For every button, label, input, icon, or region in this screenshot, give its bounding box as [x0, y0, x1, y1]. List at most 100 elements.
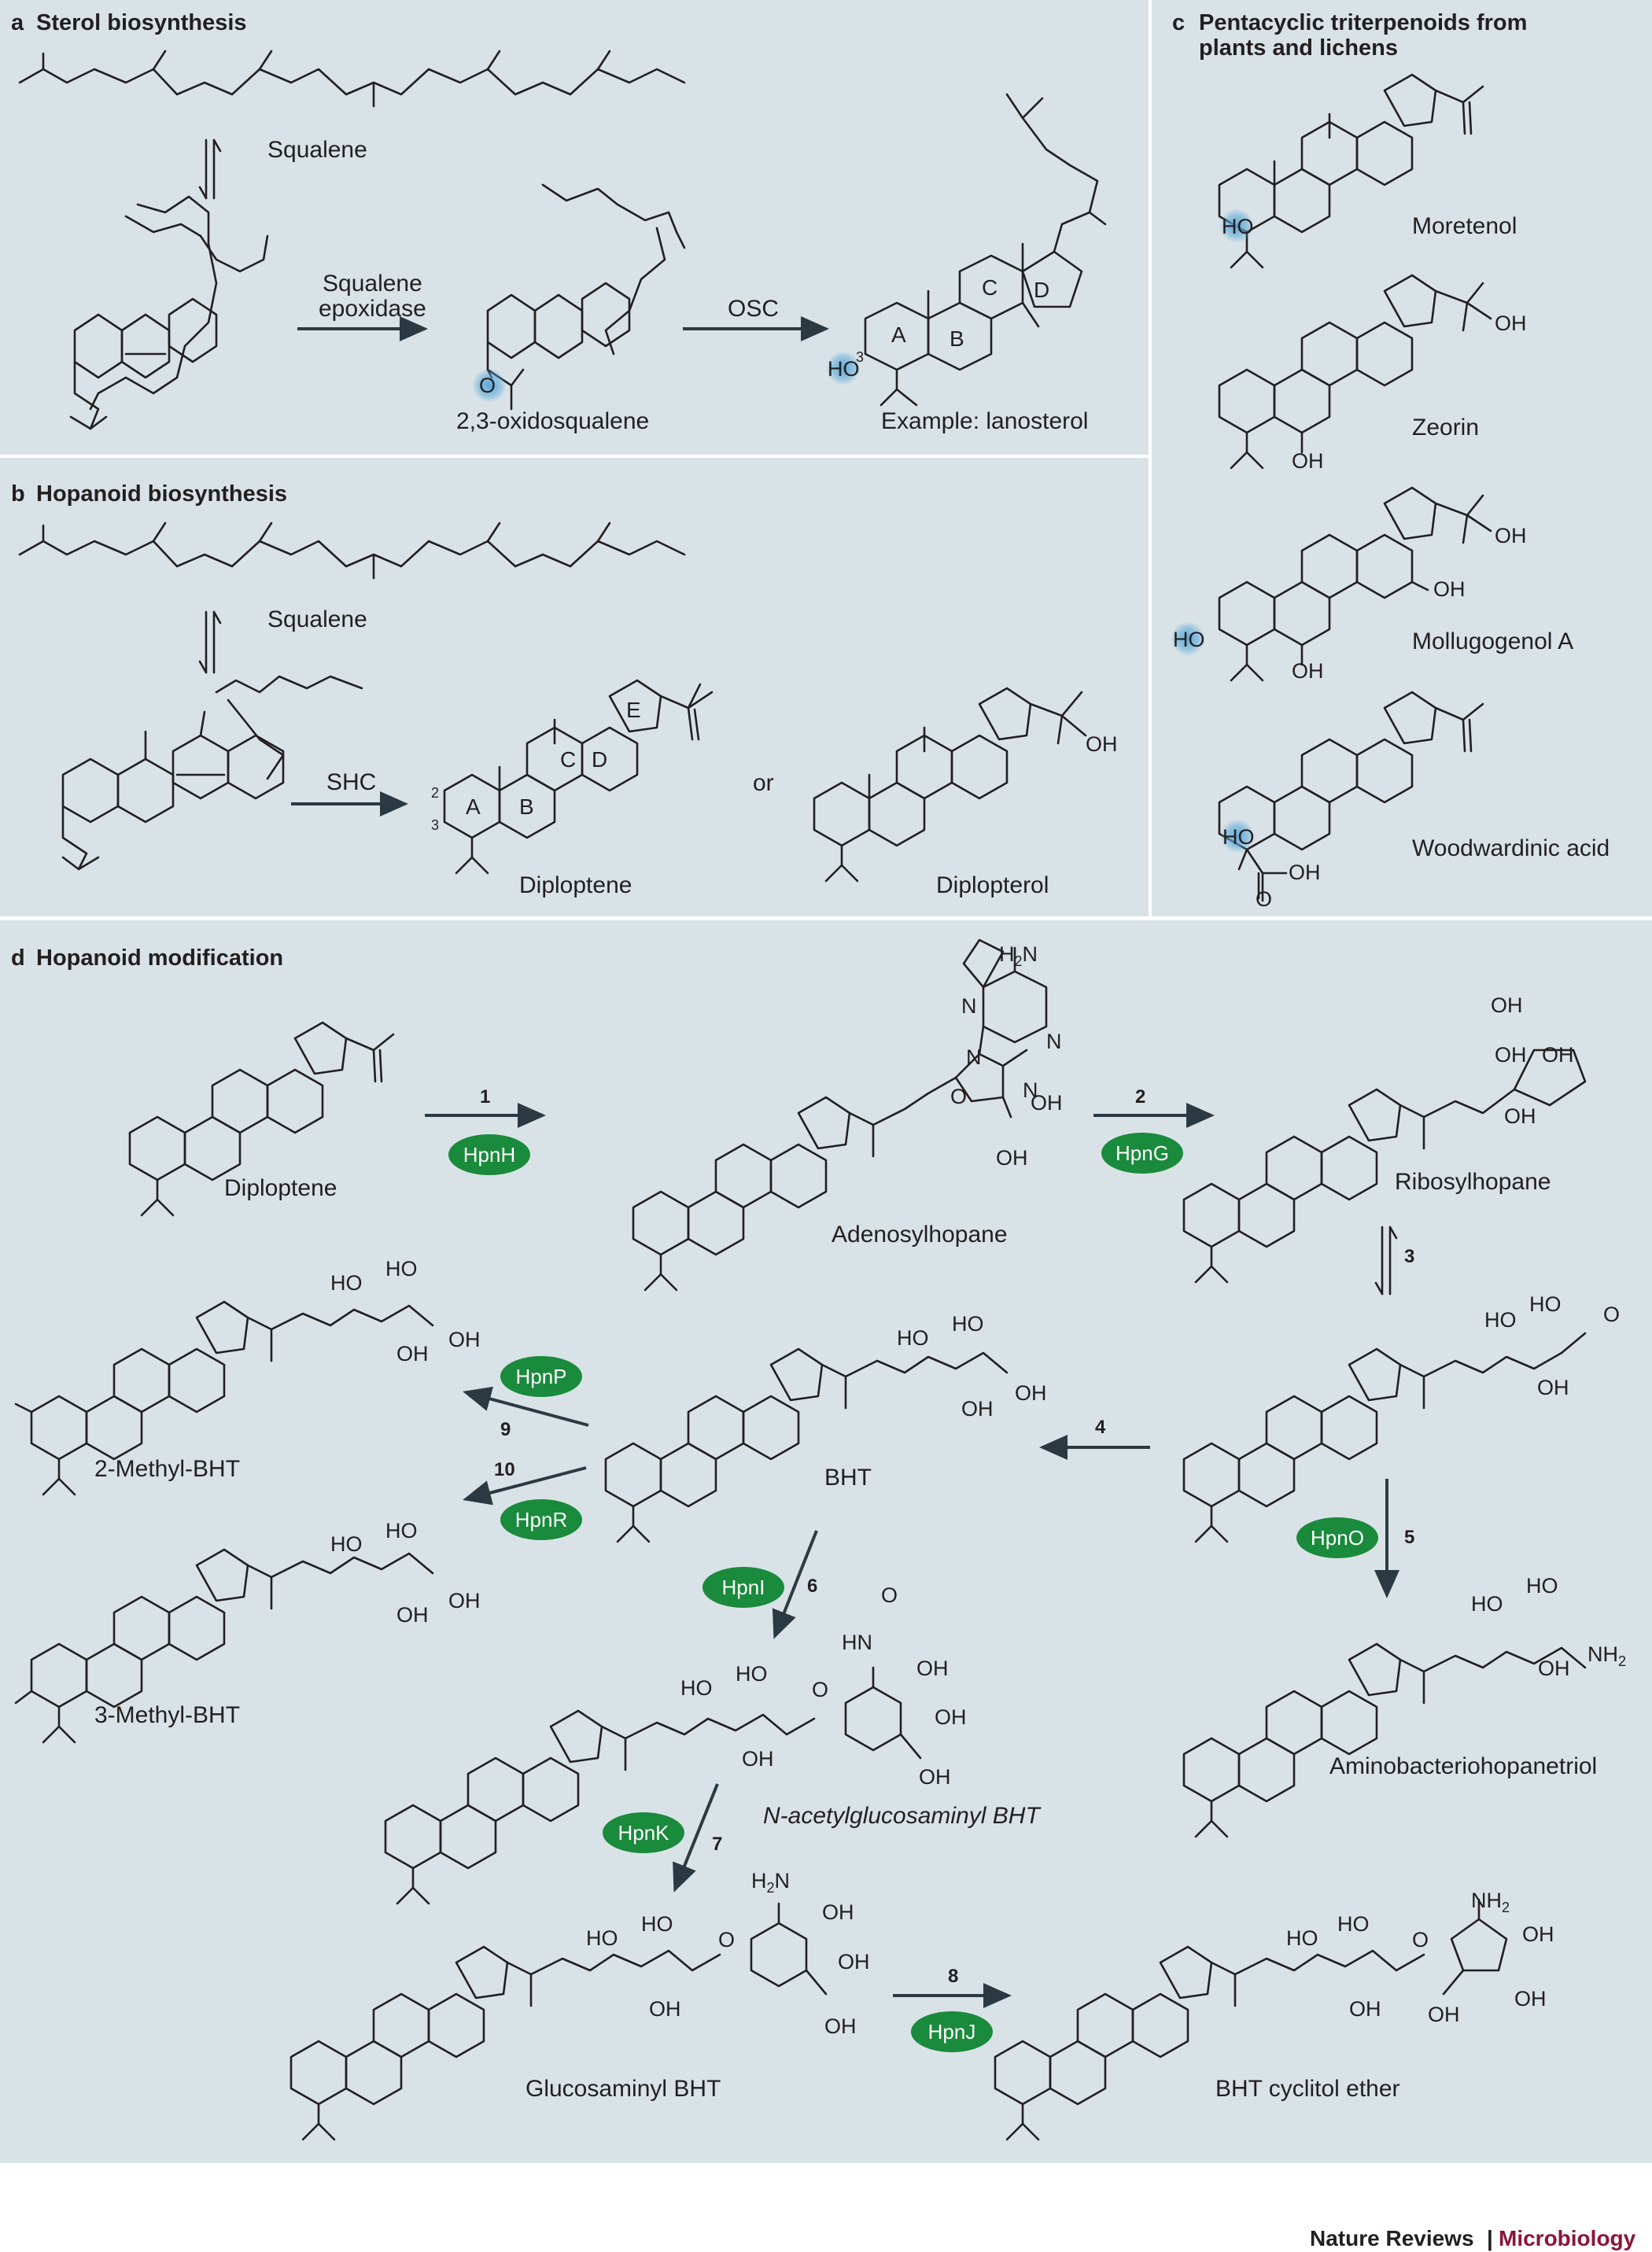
- diplopterol-label: Diplopterol: [936, 872, 1049, 898]
- bht-ho-2: HO: [952, 1312, 984, 1336]
- adenine-n1: N: [961, 994, 977, 1018]
- aldehyde-ho-1: HO: [1484, 1308, 1517, 1332]
- ribosylhopane-label: Ribosylhopane: [1395, 1169, 1551, 1195]
- panel-c-title-2: plants and lichens: [1199, 35, 1398, 61]
- ring-e-b: E: [626, 698, 641, 722]
- step1-number: 1: [480, 1086, 490, 1108]
- panel-c-bg: [1152, 0, 1652, 916]
- nacglc-oh-1: OH: [916, 1657, 949, 1680]
- aldehyde-intermediate-structure: [1182, 1332, 1587, 1543]
- mollugogenol-oh-3: OH: [1292, 659, 1324, 683]
- hpnj-enzyme: [911, 2011, 993, 2052]
- ribosyl-oh-2: OH: [1495, 1043, 1527, 1067]
- methyl2-oh-2: OH: [448, 1328, 481, 1351]
- panel-c-title-1: Pentacyclic triterpenoids from: [1199, 10, 1527, 35]
- ribosyl-oh-4: OH: [1504, 1104, 1536, 1128]
- moretenol-ho-highlight: [1219, 208, 1254, 243]
- cyclitol-nh2: NH2: [1471, 1889, 1510, 1915]
- methyl3-oh-1: OH: [396, 1603, 429, 1627]
- zeorin-structure: [1218, 274, 1492, 470]
- aminobht-ho-1: HO: [1471, 1592, 1503, 1616]
- hpno-enzyme: [1296, 1517, 1378, 1558]
- hpnk-enzyme: [603, 1812, 684, 1853]
- aminobht-structure: [1182, 1642, 1587, 1838]
- squalene-methyl: [486, 522, 501, 543]
- adenosylhopane-structure: [632, 938, 1048, 1292]
- ribosylhopane-structure: [1182, 1049, 1587, 1284]
- cyclitol-o-link: O: [1412, 1928, 1429, 1952]
- cyclitol-structure: [994, 1898, 1508, 2141]
- diploptene-structure-b: [443, 679, 714, 875]
- mollugogenol-ho-highlight: [1171, 621, 1205, 656]
- hpnh-label: HpnH: [463, 1143, 515, 1167]
- step3-equilibrium: [1374, 1226, 1398, 1296]
- folded-squalene-b: [61, 675, 363, 871]
- equilibrium-arrow-b: [198, 610, 222, 674]
- cyclitol-ho-1: HO: [1286, 1926, 1318, 1950]
- zeorin-label: Zeorin: [1412, 415, 1479, 440]
- aminobht-nh2: NH2: [1587, 1642, 1626, 1669]
- squalene-methyl: [258, 50, 273, 71]
- bht-ho-1: HO: [897, 1326, 929, 1350]
- glcbht-n: N: [775, 1869, 791, 1893]
- aminobht-nh: NH: [1587, 1642, 1618, 1666]
- glcbht-ho-2: HO: [641, 1912, 673, 1936]
- mollugogenol-structure: [1218, 486, 1492, 682]
- cyclitol-ho-2: HO: [1337, 1912, 1370, 1936]
- step6-number: 6: [807, 1576, 817, 1597]
- hpnr-enzyme: [500, 1499, 582, 1540]
- nacglc-ho-1: HO: [680, 1676, 713, 1700]
- methyl3-bht-structure: [14, 1548, 434, 1744]
- hpnh-enzyme: [448, 1134, 530, 1175]
- adenine-n3: N: [966, 1045, 982, 1069]
- ring-d-label: D: [1034, 278, 1049, 302]
- aldehyde-ho-2: HO: [1529, 1292, 1562, 1316]
- squalene-methyl: [152, 50, 167, 71]
- nacglc-bht-structure: [384, 1666, 922, 1905]
- aminobht-oh: OH: [1538, 1657, 1570, 1680]
- pos3-number: 3: [431, 817, 439, 833]
- hpng-enzyme: [1101, 1133, 1183, 1174]
- nacglc-label: N-acetylglucosaminyl BHT: [763, 1803, 1042, 1829]
- woodwardinic-oh: OH: [1289, 861, 1321, 884]
- panel-c-letter: c: [1172, 10, 1185, 35]
- nacglc-oh-4: OH: [919, 1765, 951, 1789]
- glcbht-h2-sub: 2: [767, 1880, 775, 1896]
- glcbht-oh-1: OH: [822, 1900, 854, 1924]
- step6-arrow: [772, 1530, 818, 1639]
- osc-label: OSC: [728, 296, 779, 322]
- methyl2-oh-1: OH: [396, 1342, 429, 1366]
- nacglc-ho-2: HO: [736, 1662, 768, 1686]
- squalene-chain-a: [18, 68, 686, 96]
- ring-b-b: B: [519, 794, 534, 819]
- diploptene-label-d: Diploptene: [224, 1175, 337, 1201]
- squalene-methyl: [258, 522, 273, 543]
- methyl3-oh-2: OH: [448, 1589, 481, 1613]
- mollugogenol-oh-2: OH: [1433, 577, 1466, 601]
- glcbht-oh-3: OH: [649, 1997, 681, 2021]
- methyl2-label: 2-Methyl-BHT: [94, 1456, 240, 1482]
- epoxidase-label-1: Squalene: [323, 271, 422, 297]
- woodwardinic-ho-highlight: [1220, 819, 1255, 853]
- woodwardinic-label: Woodwardinic acid: [1412, 835, 1610, 861]
- step5-number: 5: [1404, 1527, 1414, 1548]
- cyclitol-oh-1: OH: [1522, 1922, 1554, 1946]
- moretenol-ho: HO: [1222, 215, 1254, 238]
- hpnk-label: HpnK: [618, 1821, 669, 1845]
- hpnr-label: HpnR: [515, 1508, 567, 1531]
- hpnj-label: HpnJ: [928, 2020, 976, 2044]
- woodwardinic-structure: [1218, 691, 1484, 902]
- zeorin-oh-1: OH: [1495, 311, 1527, 335]
- woodwardinic-ho: HO: [1222, 825, 1255, 849]
- journal-section: Microbiology: [1499, 2226, 1636, 2250]
- step9-number: 9: [500, 1419, 511, 1440]
- cyclitol-oh-4: OH: [1428, 2003, 1460, 2026]
- panel-b-letter: b: [11, 481, 25, 507]
- adenine-n2: N: [1046, 1030, 1062, 1053]
- bht-structure: [604, 1347, 1009, 1543]
- moretenol-label: Moretenol: [1412, 213, 1517, 239]
- nacglc-hn: HN: [842, 1631, 872, 1654]
- squalene-methyl: [152, 522, 167, 543]
- pos2-number: 2: [431, 785, 439, 801]
- glcbht-h2n: H2N: [751, 1869, 790, 1896]
